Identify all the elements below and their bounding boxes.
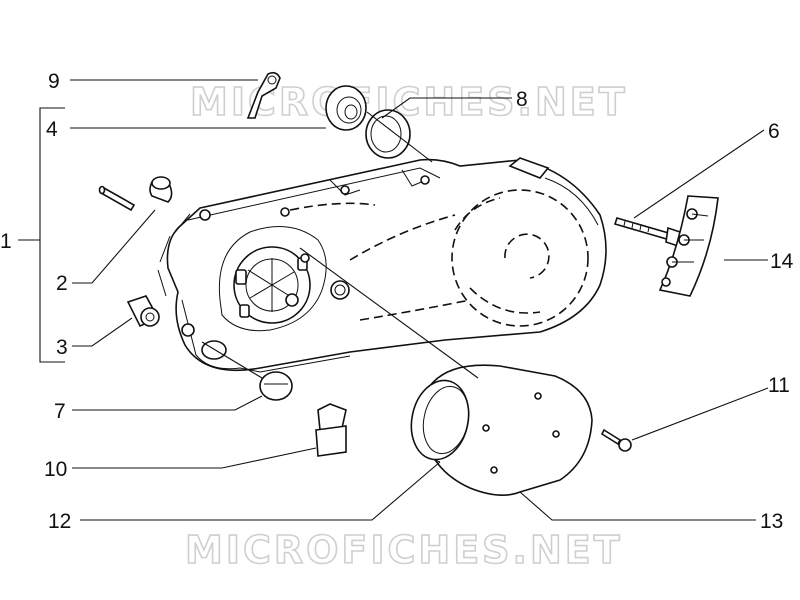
callout-10: 10	[44, 458, 67, 481]
plug	[259, 371, 293, 401]
bearing	[325, 85, 367, 131]
bushing	[126, 295, 160, 328]
callout-3: 3	[56, 336, 68, 359]
oil-seal	[365, 109, 411, 159]
dowel-pin-and-spacer	[98, 176, 173, 212]
callout-7: 7	[54, 400, 66, 423]
callout-2: 2	[56, 272, 68, 295]
callout-6: 6	[768, 120, 780, 143]
callout-4: 4	[46, 118, 58, 141]
callout-12: 12	[48, 510, 71, 533]
bracket	[246, 71, 281, 119]
callout-8: 8	[516, 88, 528, 111]
watermark-bottom: MICROFICHES.NET	[185, 528, 623, 572]
callout-13: 13	[760, 510, 783, 533]
callout-14: 14	[770, 250, 794, 273]
connector-plate	[658, 195, 719, 297]
callout-11: 11	[768, 374, 790, 397]
outer-cap-and-ring	[410, 364, 593, 496]
callout-9: 9	[48, 70, 60, 93]
callout-1: 1	[0, 230, 12, 253]
screw	[600, 428, 632, 452]
bolt	[613, 217, 681, 248]
leader-lines	[18, 79, 769, 521]
rubber-block	[315, 403, 347, 457]
transmission-cover	[157, 157, 607, 373]
